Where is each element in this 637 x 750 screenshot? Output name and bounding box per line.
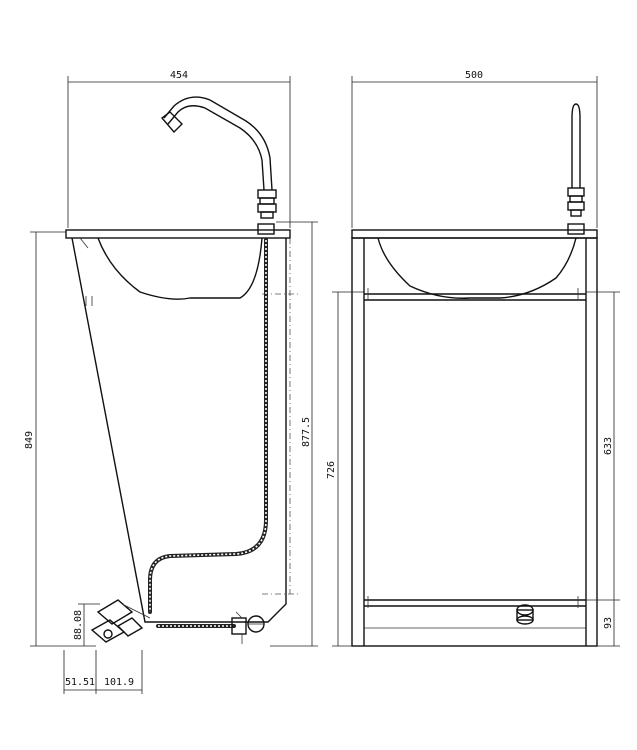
front-faucet <box>567 103 585 217</box>
valve-spacing-label: 101.9 <box>104 677 134 688</box>
side-width-label: 454 <box>170 70 188 81</box>
outlet-height-label: 877.5 <box>301 417 312 447</box>
valve-offset-label: 51.51 <box>65 677 95 688</box>
side-height-label: 849 <box>24 431 35 449</box>
side-faucet-base <box>257 223 275 235</box>
side-view: 454 <box>24 70 318 694</box>
side-basin-bowl <box>97 237 263 300</box>
front-leg-height-label: 726 <box>326 461 337 479</box>
side-mixing-valve <box>90 599 151 643</box>
front-basin-bowl <box>377 237 577 299</box>
side-counter-top <box>65 229 291 239</box>
side-faucet <box>160 96 277 219</box>
front-counter-top <box>351 229 598 239</box>
front-inner-height-label: 633 <box>603 437 614 455</box>
front-base-height-label: 93 <box>603 617 614 629</box>
front-width-label: 500 <box>465 70 483 81</box>
front-view: 500 <box>326 70 620 647</box>
side-cabinet-outline <box>71 237 287 623</box>
front-cabinet-frame <box>351 237 598 647</box>
valve-height-label: 88.08 <box>73 610 84 640</box>
side-inline-valve <box>231 611 265 644</box>
front-foot-pedal <box>516 604 534 625</box>
flex-hose-vertical <box>148 238 268 614</box>
